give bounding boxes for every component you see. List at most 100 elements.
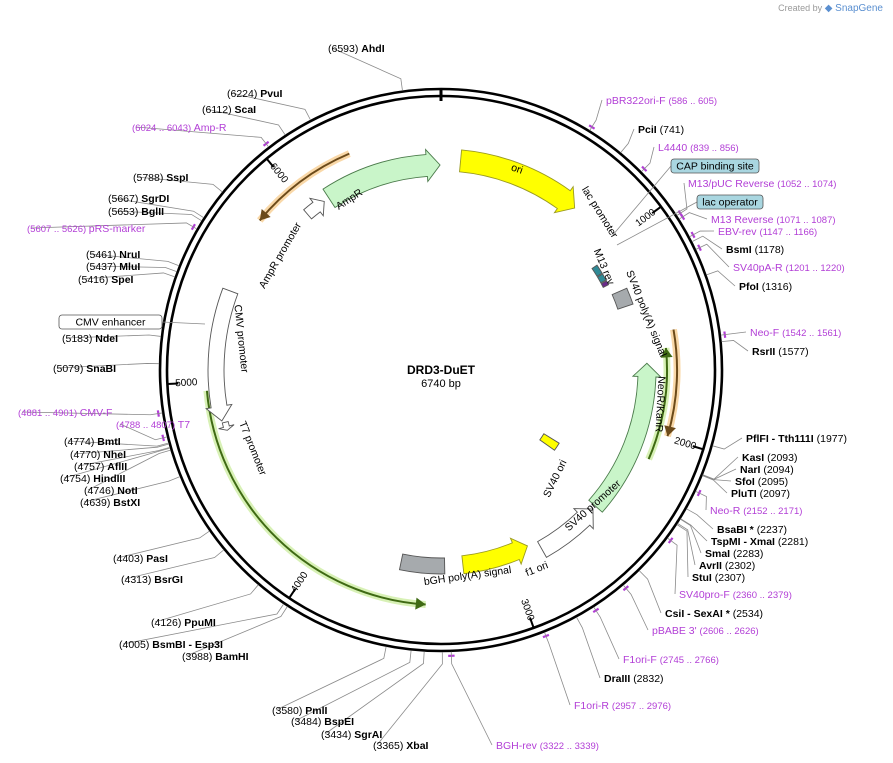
site-name: CsiI - SexAI * (665, 608, 733, 620)
site-label-ppumi: (4126) PpuMI (151, 617, 216, 629)
site-position: (3988) (182, 651, 215, 663)
primer-label-neo-f: Neo-F (1542 .. 1561) (750, 327, 841, 339)
leader-line (205, 108, 286, 136)
site-position: (1577) (778, 346, 808, 358)
site-position: (3580) (272, 705, 305, 717)
primer-range: (1052 .. 1074) (777, 179, 836, 190)
site-label-bspei: (3484) BspEI (291, 716, 354, 728)
primer-range: (2360 .. 2379) (733, 590, 792, 601)
feature-label-t7-promoter: T7 promoter (236, 420, 269, 478)
leader-line (680, 518, 702, 554)
snapgene-logo: ◆ SnapGene (824, 3, 883, 14)
sv40-promoter-feature (537, 508, 594, 558)
site-label-nrui: (5461) NruI (86, 249, 140, 261)
site-position: (2832) (633, 673, 663, 685)
leader-line (686, 508, 714, 530)
leader-line (676, 182, 688, 216)
site-name: BspEI (324, 716, 354, 728)
site-name: SmaI (705, 548, 733, 560)
leader-line (230, 92, 311, 121)
ori-feature (459, 149, 576, 214)
site-name: NarI (740, 464, 763, 476)
site-position: (2094) (763, 464, 793, 476)
site-position: (6112) (202, 104, 235, 116)
insert-orf-arc (205, 390, 426, 606)
sv40-polya-feature (611, 287, 634, 310)
primer-range: (5607 .. 5626) (27, 224, 89, 235)
site-name: SnaBI (86, 363, 116, 375)
feature-label-f1-ori: f1 ori (524, 559, 550, 579)
site-name: BsmBI - Esp3I (152, 639, 223, 651)
primer-range: (2606 .. 2626) (700, 626, 759, 637)
site-label-bmti: (4774) BmtI (64, 436, 121, 448)
primer-range: (3322 .. 3339) (540, 741, 599, 752)
site-position: (2093) (767, 452, 797, 464)
site-position: (5183) (62, 333, 95, 345)
leader-line (676, 524, 689, 578)
leader-line (667, 537, 678, 595)
tick-mark (265, 158, 275, 168)
tick-label: 5000 (175, 377, 198, 389)
m13-rev-box (600, 280, 610, 289)
primer-range: (1147 .. 1166) (759, 227, 817, 238)
leader-line (122, 603, 284, 645)
insert-orf-arc-head (415, 597, 426, 610)
boxed-label-leader (161, 321, 206, 325)
site-label-aflii: (4757) AflII (74, 461, 127, 473)
feature-label-neor-kanr: NeoR/KanR (653, 376, 668, 433)
primer-name: F1ori-R (574, 700, 612, 712)
leader-line (119, 423, 168, 441)
leader-line (324, 651, 425, 735)
leader-line (702, 475, 728, 494)
primer-name: SV40pro-F (679, 589, 733, 601)
site-position: (2095) (758, 476, 788, 488)
primer-label-t7: (4788 .. 4807) T7 (116, 419, 190, 431)
site-name: AflII (107, 461, 127, 473)
leader-line (275, 646, 387, 711)
site-name: BstXI (113, 497, 140, 509)
site-label-pluti: PluTI (2097) (731, 488, 790, 500)
feature-label-cmv-promoter: CMV promoter (231, 304, 250, 374)
site-position: (6224) (227, 88, 260, 100)
leader-layer (21, 47, 749, 746)
leader-line (706, 270, 736, 287)
leader-line (620, 128, 635, 153)
site-label-tspmi-xmai: TspMI - XmaI (2281) (711, 536, 808, 548)
site-name: SpeI (111, 274, 133, 286)
credit-prefix: Created by (778, 3, 823, 13)
site-label-nari: NarI (2094) (740, 464, 794, 476)
plasmid-name: DRD3-DuET (407, 363, 476, 377)
primer-name: pRS-marker (89, 223, 146, 235)
primer-name: L4440 (658, 142, 690, 154)
site-position: (5788) (133, 172, 166, 184)
primer-label-pbr322ori-f: pBR322ori-F (586 .. 605) (606, 95, 717, 107)
site-name: TspMI - XmaI (711, 536, 778, 548)
primer-label-l4440: L4440 (839 .. 856) (658, 142, 739, 154)
primer-label-f1ori-r: F1ori-R (2957 .. 2976) (574, 700, 671, 712)
ampr-feature (322, 148, 441, 209)
site-label-bsabi: BsaBI * (2237) (717, 524, 787, 536)
leader-line (450, 651, 493, 746)
site-name: PluTI (731, 488, 760, 500)
snapgene-credit: Created by ◆ SnapGene (778, 3, 883, 14)
primer-range: (4881 .. 4901) (18, 408, 80, 419)
feature-layer (205, 148, 663, 575)
leader-line (30, 222, 198, 230)
leader-line (65, 334, 162, 339)
primer-name: M13/pUC Reverse (688, 178, 777, 190)
leader-line (622, 584, 649, 631)
site-name: BsmI (726, 244, 755, 256)
neor-inner-arc-head (660, 347, 673, 358)
site-position: (4126) (151, 617, 184, 629)
tick-mark (288, 588, 297, 599)
feature-label-ampr-promoter: AmpR promoter (257, 220, 305, 291)
orf-layer (203, 150, 681, 610)
site-position: (5416) (78, 274, 111, 286)
site-name: AvrII (699, 560, 725, 572)
leader-line (689, 230, 715, 238)
leader-line (720, 331, 747, 336)
primer-range: (4788 .. 4807) (116, 420, 178, 431)
site-name: BsaBI * (717, 524, 757, 536)
primer-name: T7 (178, 419, 190, 431)
